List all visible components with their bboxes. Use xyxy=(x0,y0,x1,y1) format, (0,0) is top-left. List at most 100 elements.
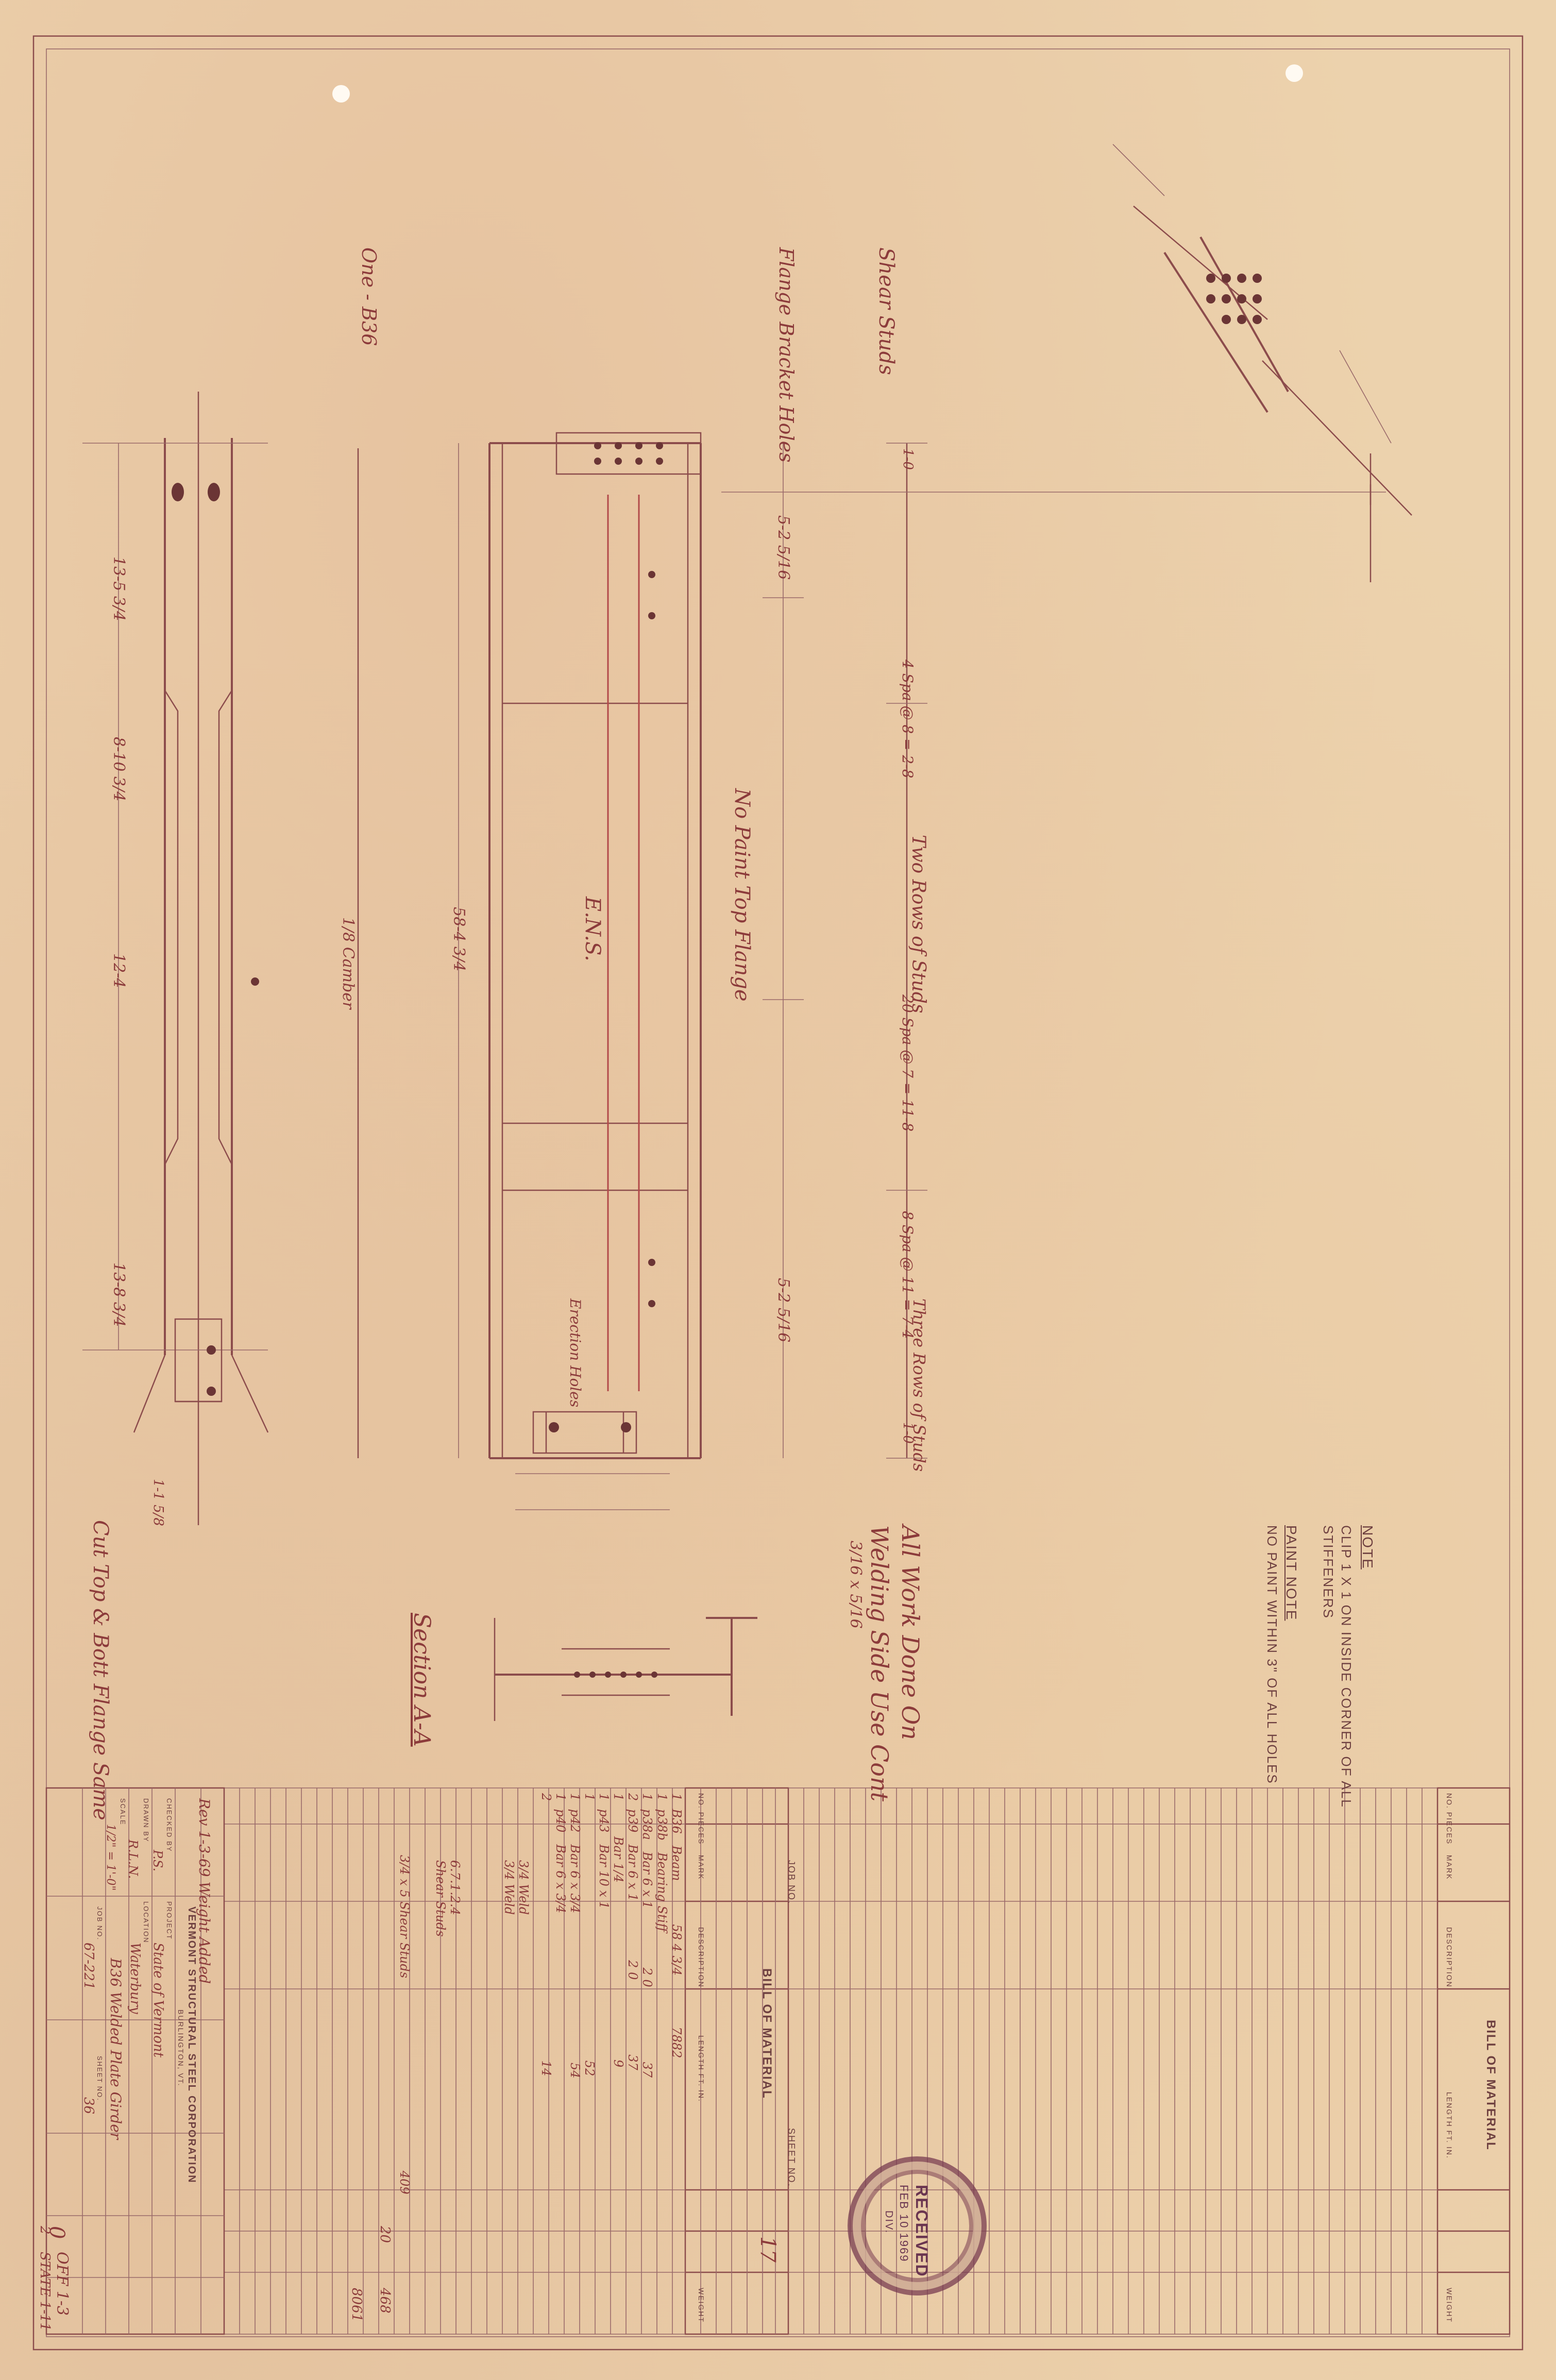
title-rev: Rev 1-3-69 Weight Added xyxy=(196,1798,213,1984)
flange-plan xyxy=(82,392,269,1525)
title-sheet-no: 36 xyxy=(81,2097,96,2115)
title-project: State of Vermont xyxy=(150,1943,166,2058)
label-bracket-holes: Flange Bracket Holes xyxy=(775,247,798,463)
stiffener-detail xyxy=(1112,144,1412,582)
bill-right-h0: NO. PIECES xyxy=(1445,1793,1453,1845)
dim-7: 13-5 3/4 xyxy=(110,556,128,621)
bolt-holes xyxy=(172,442,663,1432)
title-location: Waterbury xyxy=(127,1943,143,2014)
table-row: 1 p40 Bar 6 x 3/4 xyxy=(553,1793,568,1914)
table-row: 1 B36 Beam 58 4 3/4 7882 xyxy=(669,1793,684,2058)
dim-2: 4 Spa @ 8 = 2-8 xyxy=(899,660,916,779)
punch-hole xyxy=(1286,64,1303,82)
stamp-sub: DIV. xyxy=(883,2210,894,2234)
bill-left-title: BILL OF MATERIAL xyxy=(760,1968,774,2099)
dim-4: 8 Spa @ 11 = 7-4 xyxy=(899,1211,916,1339)
title-city: BURLINGTON, VT. xyxy=(177,2010,185,2087)
table-row: 1 p42 Bar 6 x 3/4 54 xyxy=(568,1793,582,2079)
title-scale-label: SCALE xyxy=(119,1798,127,1826)
dim-0: 1-0 xyxy=(900,448,916,470)
title-bottom-num: 2 xyxy=(37,2226,53,2235)
label-all-work-1: All Work Done On xyxy=(897,1525,924,1740)
bill-right-h2: DESCRIPTION xyxy=(1445,1927,1453,1988)
table-row: 1 p43 Bar 10 x 1 xyxy=(597,1793,611,1909)
label-all-work-3: 3/16 x 5/16 xyxy=(847,1541,865,1629)
title-drawn: R.L.N. xyxy=(126,1839,140,1879)
label-two-rows: Two Rows of Studs xyxy=(908,835,929,1014)
label-cut-flange: Cut Top & Bott Flange Same xyxy=(89,1520,112,1820)
bill-left-total-2: 8061 xyxy=(349,2288,364,2322)
bill-left-sheet-value: 17 xyxy=(756,2236,780,2263)
title-job-label: JOB NO. xyxy=(96,1906,104,1941)
table-row: 3/4 Weld xyxy=(502,1860,516,1915)
table-row: 1 Bar 1/4 9 xyxy=(611,1793,625,2068)
table-row: 6.7.1.2.4 xyxy=(448,1860,462,1915)
table-row: 1 52 xyxy=(582,1793,597,2077)
bill-right-h1: MARK xyxy=(1445,1855,1453,1880)
title-block-grid xyxy=(45,1787,225,2335)
bill-left-h0: NO. PIECES xyxy=(697,1793,705,1845)
dimension-lines xyxy=(357,443,1372,1510)
stamp-text: RECEIVED xyxy=(912,2185,931,2277)
table-row: 1 p38a Bar 6 x 1 2 0 37 xyxy=(640,1793,654,2078)
bill-right-h3: LENGTH FT. IN. xyxy=(1445,2092,1453,2159)
table-row: 2 p39 Bar 6 x 1 2 0 37 xyxy=(625,1793,640,2070)
title-location-label: LOCATION xyxy=(142,1901,150,1944)
bill-left-grid xyxy=(224,1787,789,2335)
label-section: Section A-A xyxy=(409,1613,435,1747)
dim-11: 1-1 5/8 xyxy=(150,1479,166,1526)
label-no-paint: No Paint Top Flange xyxy=(730,788,754,1002)
dim-1: 5-2 5/16 xyxy=(774,515,792,580)
bill-left-sheet-label: SHEET NO. xyxy=(786,2128,797,2187)
title-bottom-text: STATE 1-11 xyxy=(37,2252,53,2332)
dim-9: 12-4 xyxy=(110,953,128,988)
bill-left-h3: LENGTH FT. IN. xyxy=(697,2035,705,2102)
table-row: 3/4 x 5 Shear Studs 409 xyxy=(397,1855,412,2195)
label-camber: 1/8 Camber xyxy=(339,917,357,1009)
bill-right-h4: WEIGHT xyxy=(1445,2288,1453,2323)
title-sheet-label: SHEET NO. xyxy=(96,2056,104,2101)
title-scale: 1/2" = 1'-0" xyxy=(104,1824,117,1891)
title-box-text: OFF 1-3 xyxy=(53,2252,71,2316)
title-drawn-label: DRAWN BY xyxy=(142,1798,150,1843)
table-row: 2 14 xyxy=(539,1793,553,2077)
label-one-b36: One - B36 xyxy=(358,247,380,346)
table-row: 1 p38b Bearing Stiff xyxy=(655,1793,669,1932)
sheet-border xyxy=(32,35,1524,2351)
bill-left-total-1: 20 xyxy=(377,2226,393,2243)
title-checked: P.S. xyxy=(150,1850,165,1872)
dim-8: 8-10 3/4 xyxy=(110,737,128,802)
paint-note-text: NO PAINT WITHIN 3" OF ALL HOLES xyxy=(1264,1525,1280,1784)
sheet-inner-border xyxy=(46,48,1510,2337)
dim-3: 20 Spa @ 7 = 11-8 xyxy=(899,994,916,1132)
title-ident: B36 Welded Plate Girder xyxy=(107,1958,124,2140)
dim-10: 13-8 3/4 xyxy=(110,1262,128,1327)
girder-elevation xyxy=(488,432,702,1459)
label-erection-holes: Erection Holes xyxy=(567,1298,584,1408)
paint-note-title: PAINT NOTE xyxy=(1283,1525,1299,1621)
dim-6: 1-0 xyxy=(900,1422,916,1444)
title-project-label: PROJECT xyxy=(165,1901,173,1940)
note-title: NOTE xyxy=(1360,1525,1376,1569)
bill-left-total-3: 468 xyxy=(377,2288,393,2314)
label-web: E.N.S. xyxy=(581,897,604,961)
bill-left-job-label: JOB NO. xyxy=(786,1860,797,1905)
note-text: CLIP 1 X 1 ON INSIDE CORNER OF ALL STIFF… xyxy=(1320,1525,1354,1808)
table-row: 3/4 Weld xyxy=(516,1860,531,1915)
dim-12: 58-4 3/4 xyxy=(450,907,468,972)
stud-rows xyxy=(607,495,640,1391)
dim-5: 5-2 5/16 xyxy=(774,1278,792,1343)
title-checked-label: CHECKED BY xyxy=(165,1798,173,1852)
bill-left-h2: DESCRIPTION xyxy=(697,1927,705,1988)
stamp-date: FEB 10 1969 xyxy=(898,2185,910,2263)
title-job-no: 67-221 xyxy=(81,1943,96,1990)
title-company: VERMONT STRUCTURAL STEEL CORPORATION xyxy=(186,1906,197,2184)
received-stamp: RECEIVED FEB 10 1969 DIV. xyxy=(848,2156,987,2295)
table-row: Shear Studs xyxy=(433,1860,448,1937)
bill-left-h1: MARK xyxy=(697,1855,705,1880)
section-a-a xyxy=(494,1617,757,1721)
bill-left-h5: WEIGHT xyxy=(697,2288,705,2323)
label-all-work-2: Welding Side Use Cont xyxy=(866,1525,893,1802)
